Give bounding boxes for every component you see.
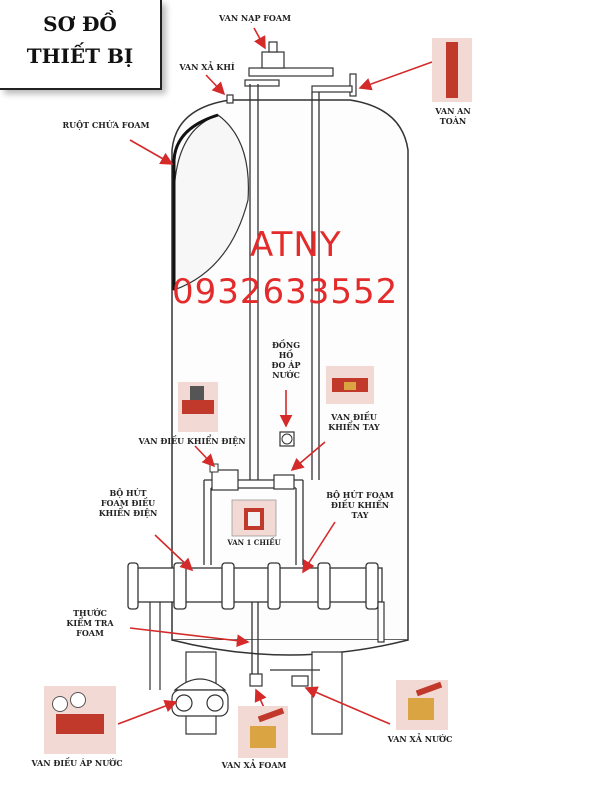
foam-drain-valve-photo	[238, 706, 288, 758]
label-foam-bladder: RUỘT CHỨA FOAM	[62, 120, 150, 130]
safety-valve-photo	[432, 38, 472, 102]
manual-valve-photo	[326, 366, 374, 404]
label-foam-drain-valve: VAN XẢ FOAM	[221, 760, 287, 770]
label-foam-fill-valve: VAN NẠP FOAM	[219, 13, 291, 23]
label-manual-proportioner-2: ĐIỀU KHIỂN	[330, 500, 390, 510]
label-air-vent-valve: VAN XẢ KHÍ	[179, 62, 235, 72]
title-box: SƠ ĐỒ THIẾT BỊ	[0, 0, 162, 90]
drain-fittings	[249, 669, 320, 687]
watermark-name: ATNY	[250, 225, 342, 265]
label-water-pressure-valve: VAN ĐIỀU ÁP NƯỚC	[31, 758, 123, 768]
label-check-valve: VAN 1 CHIỀU	[227, 538, 281, 547]
title-line-1: SƠ ĐỒ	[43, 12, 117, 36]
title-line-2: THIẾT BỊ	[26, 44, 134, 68]
label-safety-valve-2: TOÀN	[439, 116, 467, 126]
watermark-phone: 0932633552	[172, 272, 399, 312]
foam-bladder	[173, 114, 250, 291]
label-water-drain-valve: VAN XẢ NƯỚC	[387, 734, 453, 744]
water-drain-valve-photo	[396, 680, 448, 730]
top-fittings	[226, 41, 357, 104]
label-foam-gauge-2: KIỂM TRA	[66, 618, 114, 628]
label-electric-proportioner-3: KHIỂN ĐIỆN	[98, 508, 158, 518]
label-manual-proportioner-1: BỘ HÚT FOAM	[326, 490, 394, 500]
main-pipe	[127, 562, 383, 610]
label-manual-valve-1: VAN ĐIỀU	[331, 412, 377, 422]
label-pressure-gauge-3: ĐO ÁP	[271, 360, 301, 370]
electric-valve-body	[211, 469, 239, 491]
label-manual-valve-2: KHIỂN TAY	[328, 422, 380, 432]
label-manual-proportioner-3: TAY	[351, 510, 369, 520]
label-electric-proportioner-2: FOAM ĐIỀU	[100, 498, 156, 508]
label-safety-valve-1: VAN AN	[435, 106, 471, 116]
label-electric-valve: VAN ĐIỀU KHIỂN ĐIỆN	[138, 436, 246, 446]
label-pressure-gauge-1: ĐỒNG	[271, 340, 301, 350]
label-electric-proportioner-1: BỘ HÚT	[109, 488, 147, 498]
label-foam-gauge-3: FOAM	[76, 628, 104, 638]
electric-valve-photo	[178, 382, 218, 432]
water-pressure-valve-photo	[44, 686, 116, 754]
callout-arrows	[117, 27, 433, 725]
label-foam-gauge-1: THƯỚC	[73, 608, 107, 618]
pressure-regulating-valve	[171, 678, 229, 717]
label-pressure-gauge-2: HỒ	[278, 350, 294, 360]
label-pressure-gauge-4: NƯỚC	[272, 370, 300, 380]
